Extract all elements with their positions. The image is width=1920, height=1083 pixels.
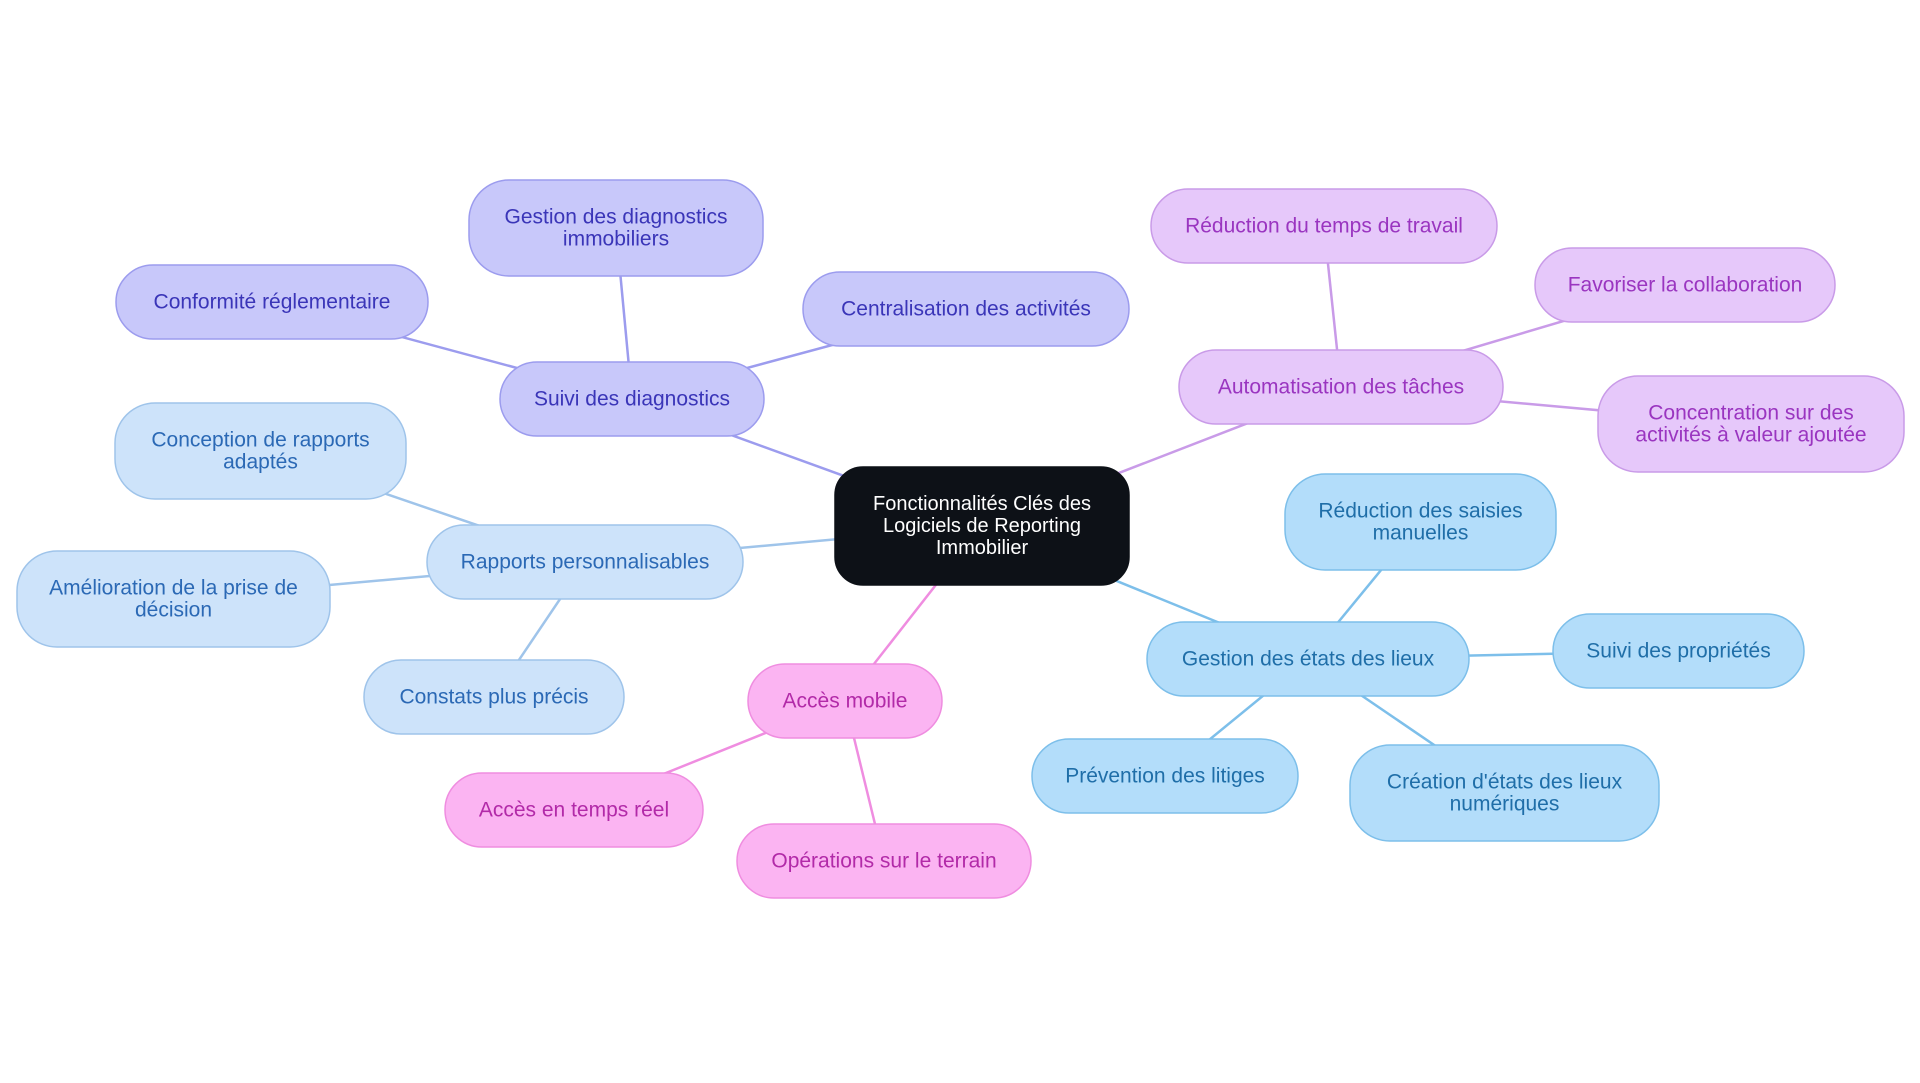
node-label-line: décision <box>135 599 212 622</box>
node-suivi-diagnostics: Suivi des diagnostics <box>499 361 765 437</box>
node-label-line: Suivi des diagnostics <box>534 388 730 411</box>
node-box <box>1178 349 1504 425</box>
node-label-line: Conception de rapports <box>151 429 369 452</box>
node-centralisation: Centralisation des activités <box>802 271 1130 347</box>
node-prevention: Prévention des litiges <box>1031 738 1299 814</box>
node-box <box>1534 247 1836 323</box>
node-box <box>1150 188 1498 264</box>
node-label-line: Favoriser la collaboration <box>1568 274 1803 297</box>
node-label-line: Constats plus précis <box>399 686 588 709</box>
node-label-line: Rapports personnalisables <box>461 551 710 574</box>
node-constats: Constats plus précis <box>363 659 625 735</box>
node-box <box>363 659 625 735</box>
node-box <box>1146 621 1470 697</box>
nodes: Gestion des diagnosticsimmobiliersConfor… <box>16 179 1905 899</box>
node-label-line: activités à valeur ajoutée <box>1635 424 1866 447</box>
node-label-line: Gestion des diagnostics <box>505 206 728 229</box>
node-box <box>1284 473 1557 571</box>
node-box <box>747 663 943 739</box>
node-label-line: Réduction des saisies <box>1318 500 1522 523</box>
node-box <box>1031 738 1299 814</box>
node-automatisation: Automatisation des tâches <box>1178 349 1504 425</box>
node-label-line: Automatisation des tâches <box>1218 376 1464 399</box>
node-box <box>114 402 407 500</box>
node-reduction-temps: Réduction du temps de travail <box>1150 188 1498 264</box>
node-box <box>115 264 429 340</box>
node-label-line: Conformité réglementaire <box>154 291 391 314</box>
node-box <box>834 466 1130 586</box>
node-label-line: Amélioration de la prise de <box>49 577 298 600</box>
node-terrain: Opérations sur le terrain <box>736 823 1032 899</box>
node-label-line: Suivi des propriétés <box>1586 640 1770 663</box>
node-box <box>1552 613 1805 689</box>
node-label-line: Gestion des états des lieux <box>1182 648 1435 671</box>
node-label-line: Prévention des litiges <box>1065 765 1265 788</box>
node-box <box>426 524 744 600</box>
node-label-line: Logiciels de Reporting <box>883 515 1081 537</box>
node-box <box>1349 744 1660 842</box>
node-box <box>736 823 1032 899</box>
node-etats-lieux: Gestion des états des lieux <box>1146 621 1470 697</box>
node-rapports: Rapports personnalisables <box>426 524 744 600</box>
node-label-line: Réduction du temps de travail <box>1185 215 1463 238</box>
node-suivi-proprietes: Suivi des propriétés <box>1552 613 1805 689</box>
node-box <box>499 361 765 437</box>
node-label-line: Fonctionnalités Clés des <box>873 493 1091 515</box>
node-label-line: Centralisation des activités <box>841 298 1091 321</box>
node-box <box>444 772 704 848</box>
node-label-line: Concentration sur des <box>1648 402 1853 425</box>
node-box <box>468 179 764 277</box>
node-label-line: numériques <box>1450 793 1560 816</box>
node-acces-mobile: Accès mobile <box>747 663 943 739</box>
node-label-line: immobiliers <box>563 228 669 251</box>
node-label-line: Immobilier <box>936 537 1029 559</box>
node-label-line: Opérations sur le terrain <box>771 850 996 873</box>
node-label-line: Accès en temps réel <box>479 799 669 822</box>
node-collaboration: Favoriser la collaboration <box>1534 247 1836 323</box>
node-box <box>1597 375 1905 473</box>
node-label-line: Création d'états des lieux <box>1387 771 1623 794</box>
node-conformite: Conformité réglementaire <box>115 264 429 340</box>
node-label-line: manuelles <box>1373 522 1469 545</box>
node-temps-reel: Accès en temps réel <box>444 772 704 848</box>
node-label-line: adaptés <box>223 451 298 474</box>
node-box <box>802 271 1130 347</box>
node-label-line: Accès mobile <box>783 690 908 713</box>
node-box <box>16 550 331 648</box>
